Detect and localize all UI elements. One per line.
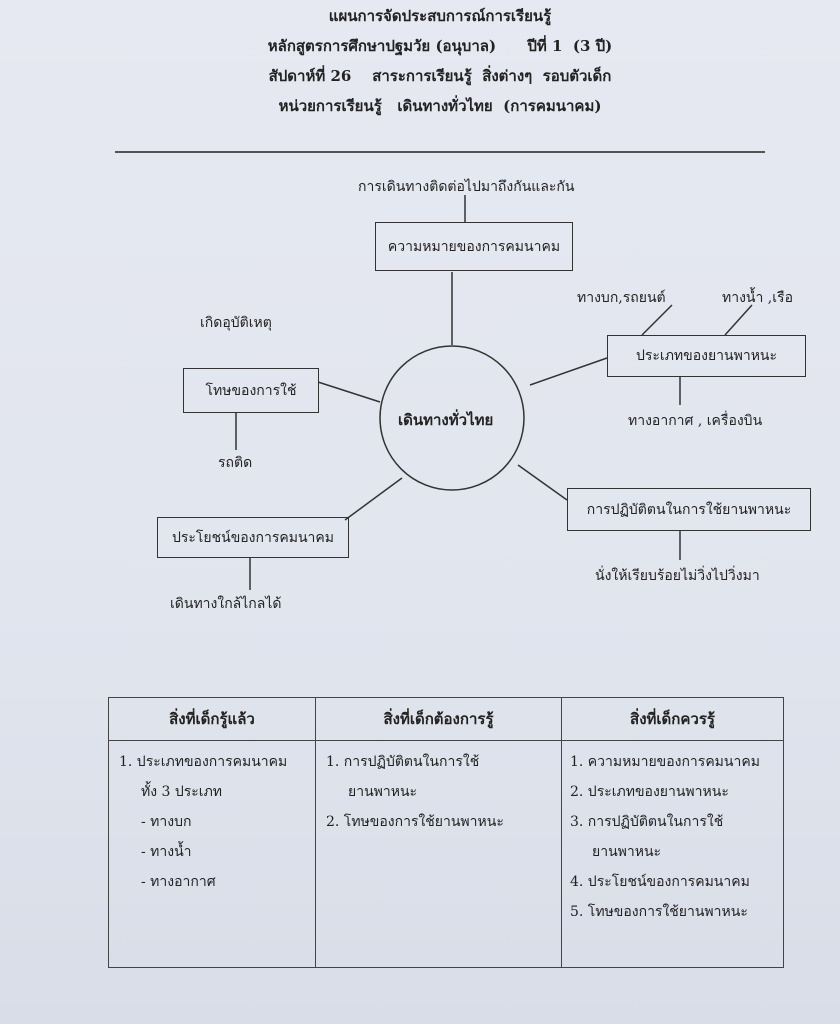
doc-title: แผนการจัดประสบการณ์การเรียนรู้ bbox=[328, 7, 552, 25]
center-circle bbox=[379, 345, 525, 491]
cell-item: - ทางบก bbox=[141, 814, 192, 830]
cell-item: 4. ประโยชน์ของการคมนาคม bbox=[570, 874, 750, 890]
practice-box: การปฏิบัติตนในการใช้ยานพาหนะ bbox=[567, 488, 811, 531]
cell-item: 5. โทษของการใช้ยานพาหนะ bbox=[570, 904, 748, 920]
header-known: สิ่งที่เด็กรู้แล้ว bbox=[108, 697, 316, 741]
meaning-detail: การเดินทางติดต่อไปมาถึงกันและกัน bbox=[358, 179, 575, 195]
meaning-box: ความหมายของการคมนาคม bbox=[375, 222, 573, 271]
cell-item: 1. ความหมายของการคมนาคม bbox=[570, 754, 760, 770]
knowledge-table: สิ่งที่เด็กรู้แล้ว สิ่งที่เด็กต้องการรู้… bbox=[108, 697, 784, 968]
cell-item: 2. โทษของการใช้ยานพาหนะ bbox=[326, 814, 504, 830]
connector bbox=[724, 304, 753, 336]
header-want: สิ่งที่เด็กต้องการรู้ bbox=[315, 697, 562, 741]
header-should: สิ่งที่เด็กควรรู้ bbox=[561, 697, 784, 741]
cell-item: 1. ประเภทของการคมนาคม bbox=[119, 754, 288, 770]
curriculum-line: หลักสูตรการศึกษาปฐมวัย (อนุบาล) ปีที่ 1 … bbox=[267, 37, 613, 55]
cell-item: ยานพาหนะ bbox=[348, 784, 418, 800]
harm-detail-traffic: รถติด bbox=[218, 455, 253, 471]
practice-detail: นั่งให้เรียบร้อยไม่วิ่งไปวิ่งมา bbox=[595, 568, 760, 584]
benefit-box: ประโยชน์ของการคมนาคม bbox=[157, 517, 349, 558]
types-detail-water: ทางน้ำ ,เรือ bbox=[722, 290, 793, 306]
connector bbox=[517, 464, 568, 501]
connector bbox=[344, 477, 403, 521]
types-detail-land: ทางบก,รถยนต์ bbox=[577, 290, 666, 306]
benefit-detail: เดินทางใกล้ไกลได้ bbox=[170, 596, 282, 612]
harm-detail-accident: เกิดอุบัติเหตุ bbox=[200, 315, 272, 331]
connector bbox=[317, 381, 381, 403]
cell-item: 1. การปฏิบัติตนในการใช้ bbox=[326, 754, 480, 770]
connector bbox=[641, 304, 673, 336]
cell-item: ยานพาหนะ bbox=[592, 844, 662, 860]
harm-box: โทษของการใช้ bbox=[183, 368, 319, 413]
types-box: ประเภทของยานพาหนะ bbox=[607, 335, 806, 377]
unit-line: หน่วยการเรียนรู้ เดินทางทั่วไทย (การคมนา… bbox=[278, 97, 602, 115]
connector bbox=[529, 357, 608, 386]
types-detail-air: ทางอากาศ , เครื่องบิน bbox=[628, 413, 763, 429]
cell-item: 3. การปฏิบัติตนในการใช้ bbox=[570, 814, 724, 830]
week-line: สัปดาห์ที่ 26 สาระการเรียนรู้ สิ่งต่างๆ … bbox=[268, 67, 612, 85]
cell-item: ทั้ง 3 ประเภท bbox=[141, 784, 223, 800]
cell-item: - ทางอากาศ bbox=[141, 874, 216, 890]
cell-item: - ทางน้ำ bbox=[141, 844, 192, 860]
cell-item: 2. ประเภทของยานพาหนะ bbox=[570, 784, 729, 800]
center-topic: เดินทางทั่วไทย bbox=[398, 411, 494, 429]
